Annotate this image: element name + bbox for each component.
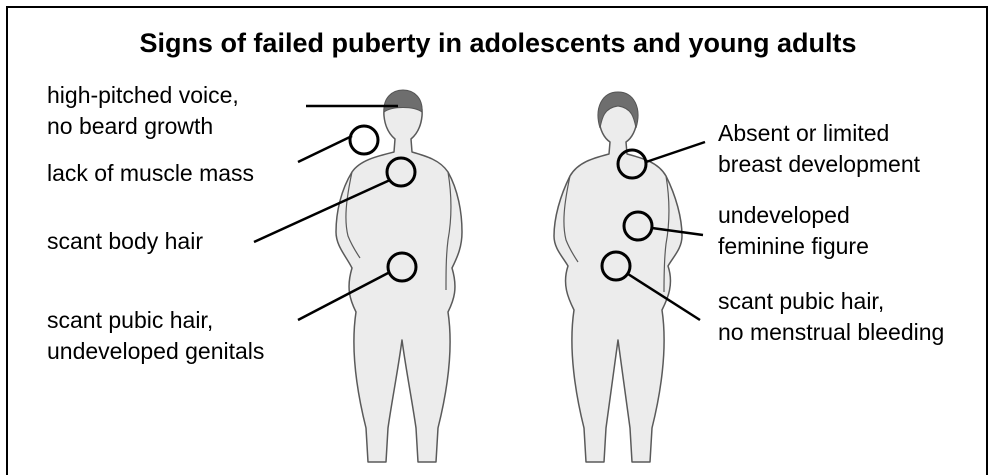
- label-body-hair-text: scant body hair: [47, 226, 203, 257]
- label-female-pubic-line2: no menstrual bleeding: [718, 317, 944, 348]
- label-male-pubic-line2: undeveloped genitals: [47, 336, 264, 367]
- label-male-pubic-line1: scant pubic hair,: [47, 305, 264, 336]
- label-female-pubic: scant pubic hair, no menstrual bleeding: [718, 286, 944, 348]
- female-figure: [554, 92, 682, 462]
- label-voice-line2: no beard growth: [47, 111, 239, 142]
- label-breast: Absent or limited breast development: [718, 118, 920, 180]
- label-muscle: lack of muscle mass: [47, 158, 254, 189]
- label-figure-line1: undeveloped: [718, 200, 869, 231]
- label-figure: undeveloped feminine figure: [718, 200, 869, 262]
- leader-line-breast: [646, 142, 705, 162]
- label-voice: high-pitched voice, no beard growth: [47, 80, 239, 142]
- label-breast-line1: Absent or limited: [718, 118, 920, 149]
- label-figure-line2: feminine figure: [718, 231, 869, 262]
- male-figure: [336, 90, 462, 462]
- label-muscle-text: lack of muscle mass: [47, 158, 254, 189]
- male-body-outline: [336, 92, 462, 462]
- leader-line-muscle: [298, 136, 352, 162]
- label-breast-line2: breast development: [718, 149, 920, 180]
- label-body-hair: scant body hair: [47, 226, 203, 257]
- marker-circle-muscle: [350, 126, 378, 154]
- label-female-pubic-line1: scant pubic hair,: [718, 286, 944, 317]
- label-male-pubic: scant pubic hair, undeveloped genitals: [47, 305, 264, 367]
- label-voice-line1: high-pitched voice,: [47, 80, 239, 111]
